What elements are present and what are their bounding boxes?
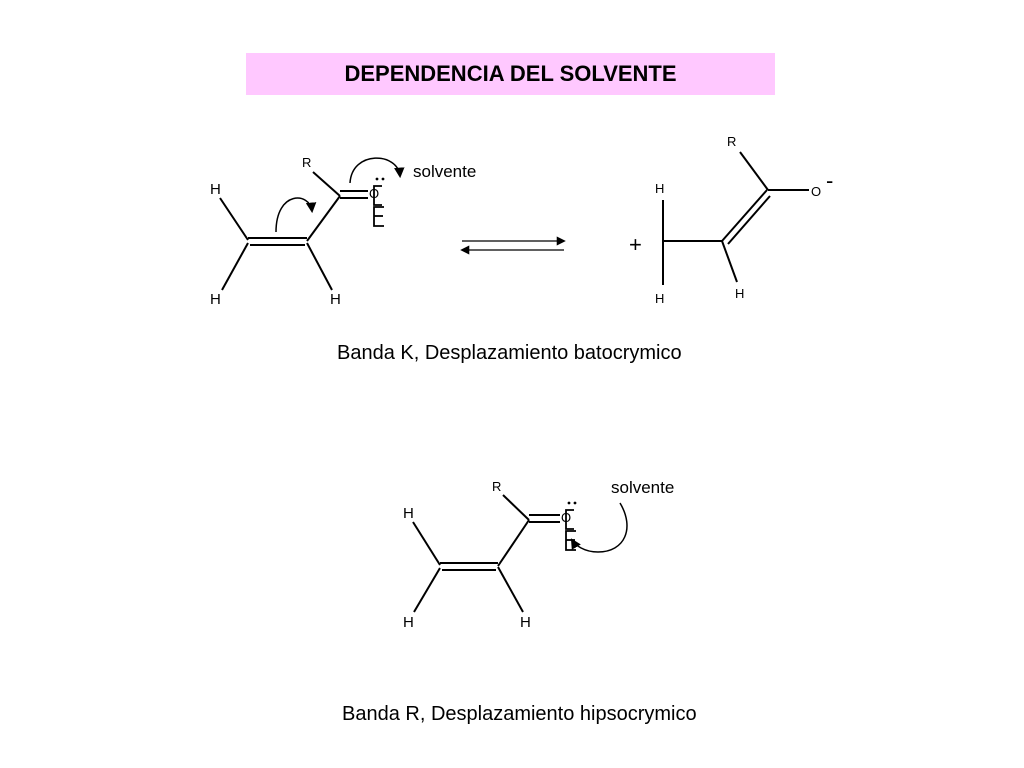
atom-h-bottom-mid: H [330,291,341,308]
negative-charge: - [826,168,833,193]
solvent-label-top: solvente [413,162,476,181]
bond-h-c1-top [412,521,441,566]
bond-c-r [739,151,769,191]
bond-c2-c3 [497,519,530,567]
positive-charge: + [629,232,642,257]
bond-c2-h [497,566,524,613]
title-banner: DEPENDENCIA DEL SOLVENTE [246,53,775,95]
bond-c3-r [502,494,530,521]
lone-pair-dot [567,501,571,505]
bond-h-c1-bottom [221,242,249,291]
curved-arrow-solvent [349,157,405,184]
curved-arrow-solvent-interaction [570,502,628,553]
oxygen-lone-pairs-top [373,185,384,227]
atom-o: O [561,510,571,525]
bond-c-h-bottom [721,240,738,283]
double-bond-c-c-a [721,189,768,242]
page-title: DEPENDENCIA DEL SOLVENTE [344,61,677,86]
lone-pair-dot [573,501,577,505]
lone-pair-dot [381,177,385,181]
atom-h-bottom-right-product: H [735,286,744,301]
atom-r: R [302,155,311,170]
atom-h-bottom-left-product: H [655,291,664,306]
lone-pair-dot [375,177,379,181]
atom-o: O [369,186,379,201]
double-bond-c-c-b [727,195,771,245]
atom-h-top-left: H [403,505,414,522]
solvent-label-bottom: solvente [611,478,674,497]
bond-c3-r [312,171,341,197]
atom-h-bottom-mid: H [520,614,531,631]
atom-h-bottom-left: H [403,614,414,631]
molecule-r-band [412,494,560,613]
atom-h-top-left: H [210,181,221,198]
caption-banda-r: Banda R, Desplazamiento hipsocrymico [342,703,697,725]
curved-arrow-pi-bond [275,197,317,233]
equilibrium-arrows [460,236,566,255]
bond-h-c1-top [219,197,249,241]
bond-h-c1-bottom [413,567,441,613]
atom-h-bottom-left: H [210,291,221,308]
atom-r-product: R [727,134,736,149]
atom-h-top-product: H [655,181,664,196]
atom-r: R [492,479,501,494]
product-molecule [662,151,809,285]
caption-banda-k: Banda K, Desplazamiento batocrymico [337,342,682,364]
reactant-molecule [219,171,368,291]
bond-c2-h [306,242,333,291]
bond-c2-c3 [306,195,341,242]
atom-o-product: O [811,184,821,199]
